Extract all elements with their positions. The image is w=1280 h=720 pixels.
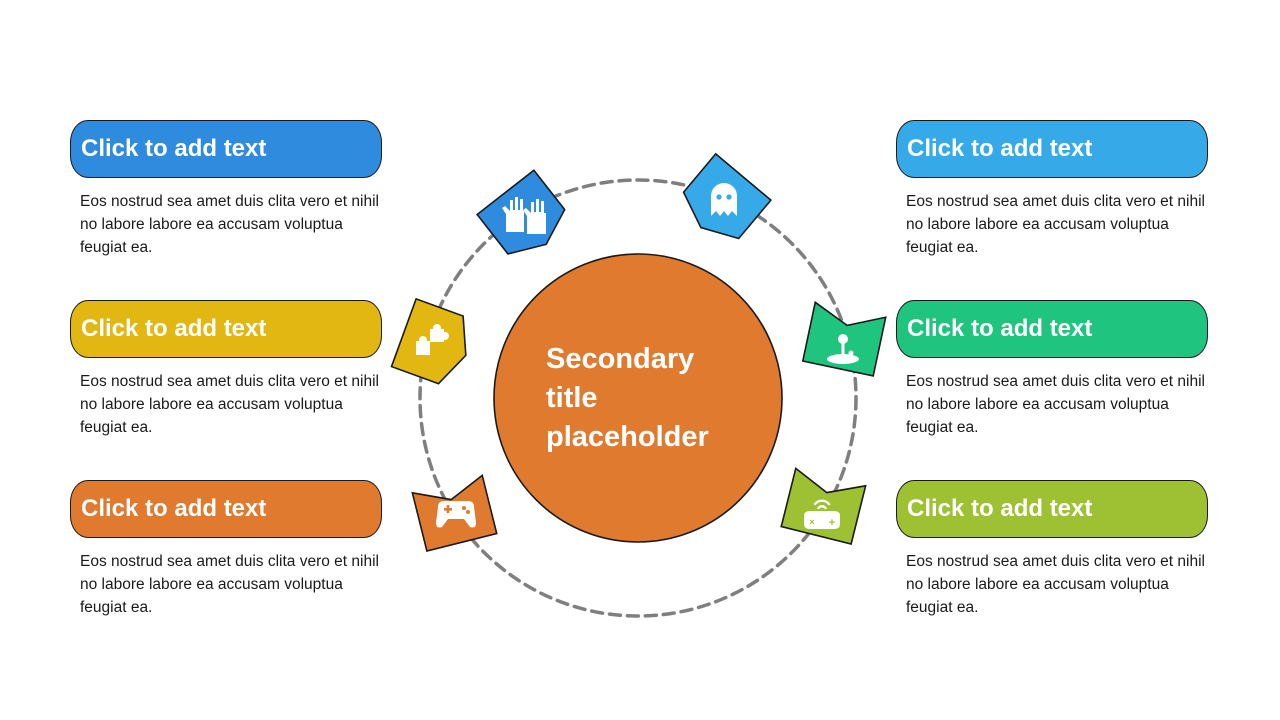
card-lime: Click to add text Eos nostrud sea amet d… bbox=[896, 480, 1212, 619]
joystick-icon bbox=[827, 334, 859, 364]
card-green: Click to add text Eos nostrud sea amet d… bbox=[896, 300, 1212, 439]
center-circle bbox=[493, 253, 783, 543]
card-title-pill[interactable]: Click to add text bbox=[896, 120, 1208, 178]
card-description: Eos nostrud sea amet duis clita vero et … bbox=[80, 553, 379, 616]
card-title-pill[interactable]: Click to add text bbox=[896, 300, 1208, 358]
dashed-ring bbox=[418, 178, 858, 618]
svg-text:×: × bbox=[809, 517, 814, 527]
badge-gloves[interactable] bbox=[476, 169, 574, 266]
center-title[interactable]: Secondary title placeholder bbox=[546, 340, 766, 457]
card-description: Eos nostrud sea amet duis clita vero et … bbox=[80, 193, 379, 256]
wireless-controller-icon: × + bbox=[804, 499, 840, 529]
badge-joystick[interactable] bbox=[801, 300, 887, 377]
card-description: Eos nostrud sea amet duis clita vero et … bbox=[906, 193, 1205, 256]
card-title: Click to add text bbox=[81, 135, 267, 162]
card-description: Eos nostrud sea amet duis clita vero et … bbox=[906, 553, 1205, 616]
card-title-pill[interactable]: Click to add text bbox=[70, 300, 382, 358]
card-description: Eos nostrud sea amet duis clita vero et … bbox=[80, 373, 379, 436]
ghost-icon bbox=[711, 183, 737, 216]
card-title-pill[interactable]: Click to add text bbox=[70, 480, 382, 538]
gamepad-icon bbox=[436, 501, 476, 528]
card-sky: Click to add text Eos nostrud sea amet d… bbox=[896, 120, 1212, 259]
gloves-icon bbox=[502, 197, 546, 234]
card-title: Click to add text bbox=[907, 315, 1093, 342]
card-orange: Click to add text Eos nostrud sea amet d… bbox=[70, 480, 386, 619]
center-title-line: Secondary bbox=[546, 343, 695, 375]
card-title-pill[interactable]: Click to add text bbox=[70, 120, 382, 178]
card-title: Click to add text bbox=[81, 495, 267, 522]
card-title: Click to add text bbox=[907, 135, 1093, 162]
badge-shape bbox=[476, 169, 566, 255]
badge-ghost[interactable] bbox=[673, 152, 772, 251]
card-description: Eos nostrud sea amet duis clita vero et … bbox=[906, 373, 1205, 436]
badge-wireless-controller[interactable]: × + bbox=[780, 466, 867, 545]
card-title-pill[interactable]: Click to add text bbox=[896, 480, 1208, 538]
center-title-line: placeholder bbox=[546, 421, 709, 453]
badge-gamepad[interactable] bbox=[411, 473, 498, 552]
card-title: Click to add text bbox=[81, 315, 267, 342]
badge-shape bbox=[390, 297, 467, 385]
badge-puzzle[interactable] bbox=[390, 297, 478, 389]
card-blue: Click to add text Eos nostrud sea amet d… bbox=[70, 120, 386, 259]
puzzle-icon bbox=[416, 324, 449, 355]
center-title-line: title bbox=[546, 382, 598, 414]
svg-text:+: + bbox=[829, 517, 835, 529]
card-title: Click to add text bbox=[907, 495, 1093, 522]
card-yellow: Click to add text Eos nostrud sea amet d… bbox=[70, 300, 386, 439]
